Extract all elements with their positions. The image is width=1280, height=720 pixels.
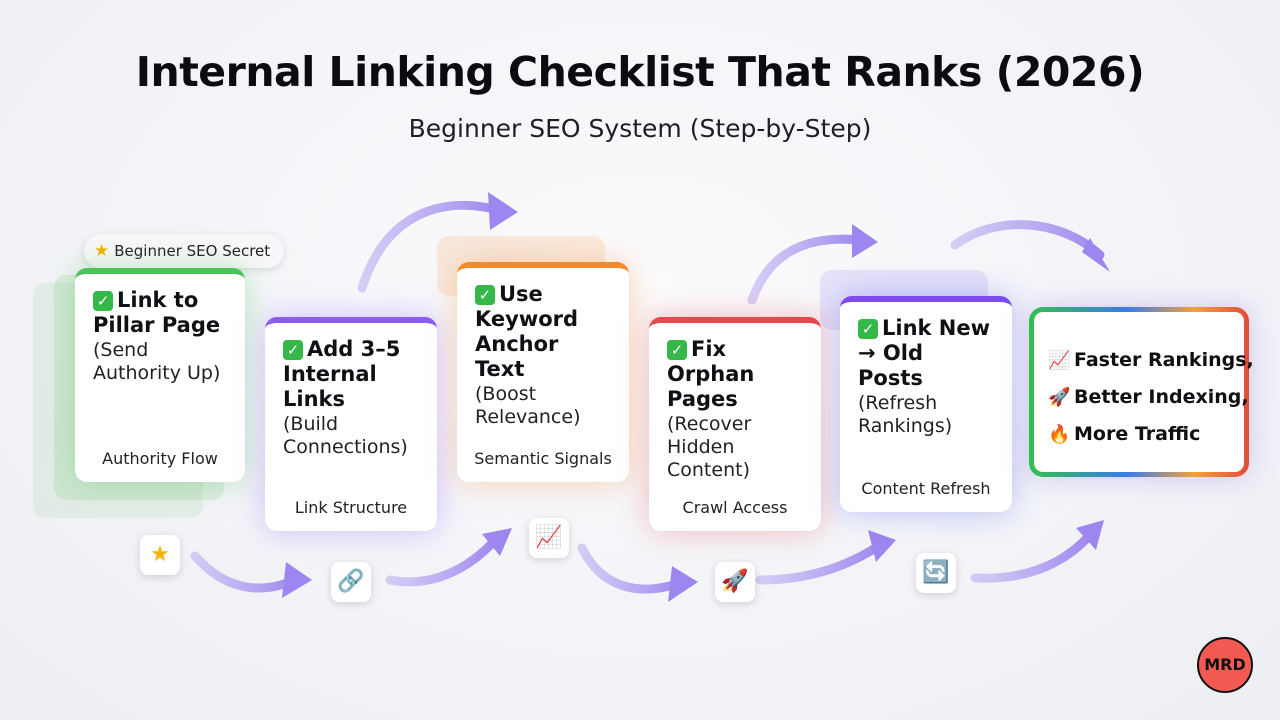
results-card: 📈Faster Rankings, 🚀Better Indexing, 🔥Mor… xyxy=(1029,307,1254,477)
page-subtitle: Beginner SEO System (Step-by-Step) xyxy=(408,114,872,143)
step-footer-label: Link Structure xyxy=(294,498,408,517)
star-icon: ★ xyxy=(94,241,110,261)
arrow-bottom-4 xyxy=(755,540,885,585)
beginner-seo-secret-badge: ★Beginner SEO Secret xyxy=(84,234,285,268)
arrow-bottom-2 xyxy=(385,535,500,587)
checkmark-icon: ✓ xyxy=(858,319,878,339)
step-description: (Boost Relevance) xyxy=(475,383,581,428)
star-icon: ★ xyxy=(140,535,180,575)
step-title: Link to Pillar Page xyxy=(93,288,221,337)
result-item: 🚀Better Indexing, xyxy=(1048,379,1249,416)
step-description: (Build Connections) xyxy=(283,413,408,458)
arrow-bottom-5 xyxy=(970,530,1095,583)
link-icon: 🔗 xyxy=(331,562,371,602)
page-title: Internal Linking Checklist That Ranks (2… xyxy=(135,48,1145,96)
step-title: Fix Orphan Pages xyxy=(667,337,755,411)
arrow-top-2 xyxy=(747,234,865,305)
arrow-top-3 xyxy=(950,220,1105,260)
step-title: Link New → Old Posts xyxy=(858,316,991,390)
arrow-top-1 xyxy=(357,200,503,293)
rocket-icon: 🚀 xyxy=(1048,387,1071,408)
step-description: (Send Authority Up) xyxy=(93,339,221,384)
refresh-icon: 🔄 xyxy=(916,553,956,593)
step-description: (Recover Hidden Content) xyxy=(667,413,752,481)
fire-icon: 🔥 xyxy=(1048,424,1071,445)
step-footer-label: Authority Flow xyxy=(102,449,218,468)
step-card-link-new-to-old-posts: ✓Link New → Old Posts (Refresh Rankings)… xyxy=(840,296,1012,512)
checkmark-icon: ✓ xyxy=(93,291,113,311)
rocket-icon: 🚀 xyxy=(715,562,755,602)
chart-up-icon: 📈 xyxy=(529,518,569,558)
result-item: 🔥More Traffic xyxy=(1048,416,1234,453)
badge-label: Beginner SEO Secret xyxy=(114,242,271,260)
checkmark-icon: ✓ xyxy=(667,340,687,360)
checkmark-icon: ✓ xyxy=(283,340,303,360)
step-card-add-internal-links: ✓Add 3–5 Internal Links (Build Connectio… xyxy=(265,317,437,531)
chart-up-icon: 📈 xyxy=(1048,350,1071,371)
step-card-fix-orphan-pages: ✓Fix Orphan Pages (Recover Hidden Conten… xyxy=(649,317,821,531)
checkmark-icon: ✓ xyxy=(475,285,495,305)
mrd-logo: MRD xyxy=(1197,637,1253,693)
step-title: Use Keyword Anchor Text xyxy=(475,282,579,381)
step-card-use-keyword-anchor-text: ✓Use Keyword Anchor Text (Boost Relevanc… xyxy=(457,262,629,482)
arrow-bottom-3 xyxy=(577,543,685,594)
step-card-link-to-pillar-page: ✓Link to Pillar Page (Send Authority Up)… xyxy=(75,268,245,482)
step-description: (Refresh Rankings) xyxy=(858,392,953,437)
step-footer-label: Crawl Access xyxy=(682,498,788,517)
step-footer-label: Semantic Signals xyxy=(474,449,612,468)
step-title: Add 3–5 Internal Links xyxy=(283,337,401,411)
result-item: 📈Faster Rankings, xyxy=(1048,342,1254,379)
arrow-bottom-1 xyxy=(190,551,300,593)
step-footer-label: Content Refresh xyxy=(861,479,991,498)
